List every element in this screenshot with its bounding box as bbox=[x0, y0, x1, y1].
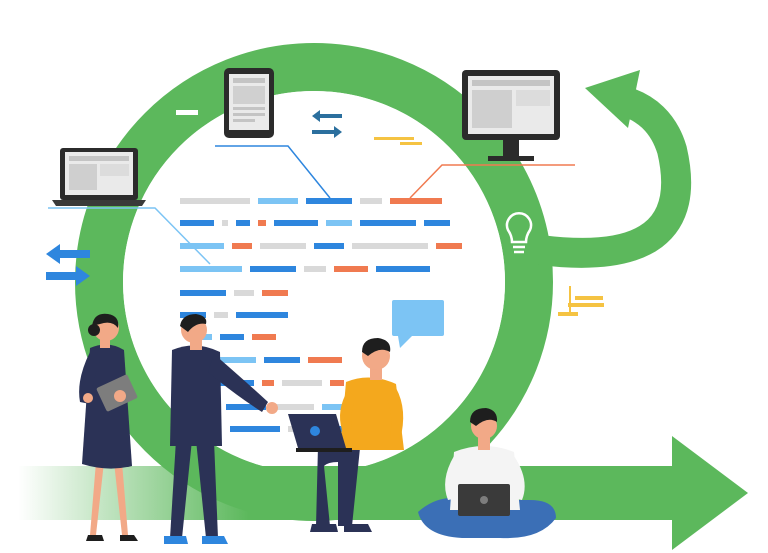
code-line-segment bbox=[260, 243, 306, 249]
connector-lines bbox=[48, 145, 575, 265]
swap-arrows-icon bbox=[312, 110, 342, 138]
code-line-segment bbox=[214, 312, 228, 318]
code-line-segment bbox=[226, 404, 266, 410]
laptop-icon bbox=[52, 148, 146, 206]
code-line-segment bbox=[222, 220, 228, 226]
code-line-segment bbox=[180, 198, 250, 204]
code-line-segment bbox=[314, 243, 344, 249]
code-line-segment bbox=[220, 334, 244, 340]
man-standing-pointing bbox=[164, 314, 278, 544]
code-line-segment bbox=[236, 312, 288, 318]
code-line-segment bbox=[234, 290, 254, 296]
lightbulb-icon bbox=[505, 212, 533, 254]
code-line-segment bbox=[264, 357, 300, 363]
code-line-segment bbox=[262, 290, 288, 296]
code-line-segment bbox=[200, 357, 256, 363]
code-line-segment bbox=[360, 198, 382, 204]
man-sitting-laptop bbox=[288, 338, 404, 532]
code-line-segment bbox=[232, 243, 252, 249]
code-line-segment bbox=[390, 198, 442, 204]
code-line-segment bbox=[424, 220, 450, 226]
code-line-segment bbox=[360, 220, 416, 226]
code-line-segment bbox=[376, 266, 430, 272]
code-line-segment bbox=[180, 243, 224, 249]
monitor-icon bbox=[462, 70, 560, 161]
code-line-segment bbox=[180, 220, 214, 226]
code-line-segment bbox=[330, 380, 344, 386]
code-line-segment bbox=[282, 380, 322, 386]
code-line-segment bbox=[180, 266, 242, 272]
woman-with-tablet bbox=[79, 313, 138, 541]
code-line-segment bbox=[436, 243, 462, 249]
code-line-segment bbox=[274, 220, 318, 226]
man-cross-legged-laptop bbox=[418, 408, 556, 539]
decorative-marks bbox=[176, 110, 604, 316]
code-line-segment bbox=[306, 198, 352, 204]
code-line-segment bbox=[230, 426, 280, 432]
code-line-segment bbox=[304, 266, 326, 272]
code-line-segment bbox=[334, 266, 368, 272]
tablet-icon bbox=[224, 68, 274, 138]
code-line-segment bbox=[352, 243, 428, 249]
swap-arrows-icon bbox=[46, 244, 90, 286]
loop-arrow bbox=[538, 70, 692, 268]
code-line-segment bbox=[252, 334, 276, 340]
code-line-segment bbox=[274, 404, 314, 410]
chat-bubble-icon bbox=[392, 300, 444, 348]
code-line-segment bbox=[258, 198, 298, 204]
code-line-segment bbox=[322, 404, 352, 410]
code-line-segment bbox=[262, 380, 274, 386]
code-line-segment bbox=[258, 220, 266, 226]
code-line-segment bbox=[250, 266, 296, 272]
code-line-segment bbox=[308, 357, 342, 363]
code-line-segment bbox=[236, 220, 250, 226]
code-line-segment bbox=[326, 220, 352, 226]
code-line-segment bbox=[180, 290, 226, 296]
